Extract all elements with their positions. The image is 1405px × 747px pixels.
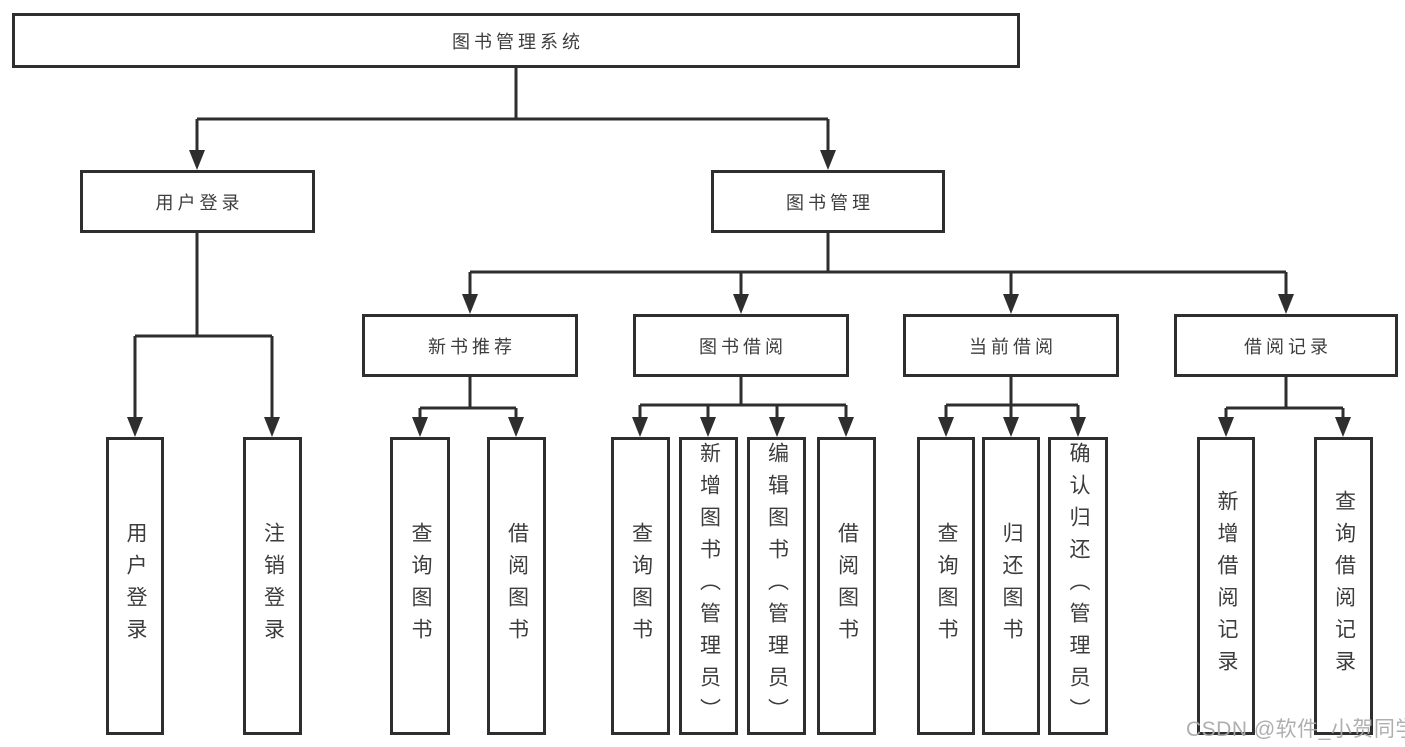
leaf-query-books-recommend: 查询图书: [390, 437, 450, 735]
node-user-login: 用户登录: [80, 170, 315, 233]
node-new-book-recommend-label: 新书推荐: [428, 336, 516, 357]
node-book-management-label: 图书管理: [786, 192, 874, 213]
node-current-borrow: 当前借阅: [903, 314, 1119, 377]
leaf-query-books-current: 查询图书: [917, 437, 975, 735]
leaf-borrow-books: 借阅图书: [817, 437, 876, 735]
leaf-edit-book-admin: 编辑图书（管理员）: [747, 437, 806, 735]
leaf-confirm-return-admin: 确认归还（管理员）: [1048, 437, 1108, 735]
leaf-user-login: 用户登录: [106, 437, 164, 735]
leaf-query-books-borrow: 查询图书: [611, 437, 670, 735]
node-borrow-records: 借阅记录: [1174, 314, 1398, 377]
leaf-add-book-admin-label: 新增图书（管理员）: [697, 442, 721, 730]
leaf-query-borrow-record: 查询借阅记录: [1314, 437, 1373, 735]
leaf-return-book: 归还图书: [982, 437, 1040, 735]
leaf-borrow-books-recommend: 借阅图书: [487, 437, 546, 735]
leaf-add-book-admin: 新增图书（管理员）: [679, 437, 738, 735]
node-root: 图书管理系统: [12, 13, 1020, 68]
leaf-return-book-label: 归还图书: [1000, 522, 1024, 650]
leaf-confirm-return-admin-label: 确认归还（管理员）: [1067, 442, 1091, 730]
leaf-add-borrow-record: 新增借阅记录: [1197, 437, 1255, 735]
leaf-borrow-books-recommend-label: 借阅图书: [505, 522, 529, 650]
node-book-management: 图书管理: [711, 170, 945, 233]
leaf-add-borrow-record-label: 新增借阅记录: [1215, 490, 1239, 682]
node-user-login-label: 用户登录: [155, 192, 244, 213]
node-current-borrow-label: 当前借阅: [969, 336, 1057, 357]
arrowheads: [127, 150, 1351, 437]
node-book-borrow: 图书借阅: [633, 314, 849, 377]
leaf-logout: 注销登录: [243, 437, 302, 735]
leaf-logout-label: 注销登录: [261, 522, 285, 650]
node-book-borrow-label: 图书借阅: [699, 336, 787, 357]
leaf-query-books-current-label: 查询图书: [935, 522, 959, 650]
node-new-book-recommend: 新书推荐: [362, 314, 578, 377]
leaf-query-borrow-record-label: 查询借阅记录: [1332, 490, 1356, 682]
leaf-edit-book-admin-label: 编辑图书（管理员）: [765, 442, 789, 730]
csdn-watermark: CSDN @软件_小贺同学: [1186, 718, 1405, 741]
leaf-borrow-books-label: 借阅图书: [835, 522, 859, 650]
leaf-query-books-borrow-label: 查询图书: [629, 522, 653, 650]
leaf-user-login-label: 用户登录: [124, 522, 148, 650]
leaf-query-books-recommend-label: 查询图书: [409, 522, 433, 650]
node-root-label: 图书管理系统: [452, 31, 584, 52]
node-borrow-records-label: 借阅记录: [1244, 336, 1332, 357]
